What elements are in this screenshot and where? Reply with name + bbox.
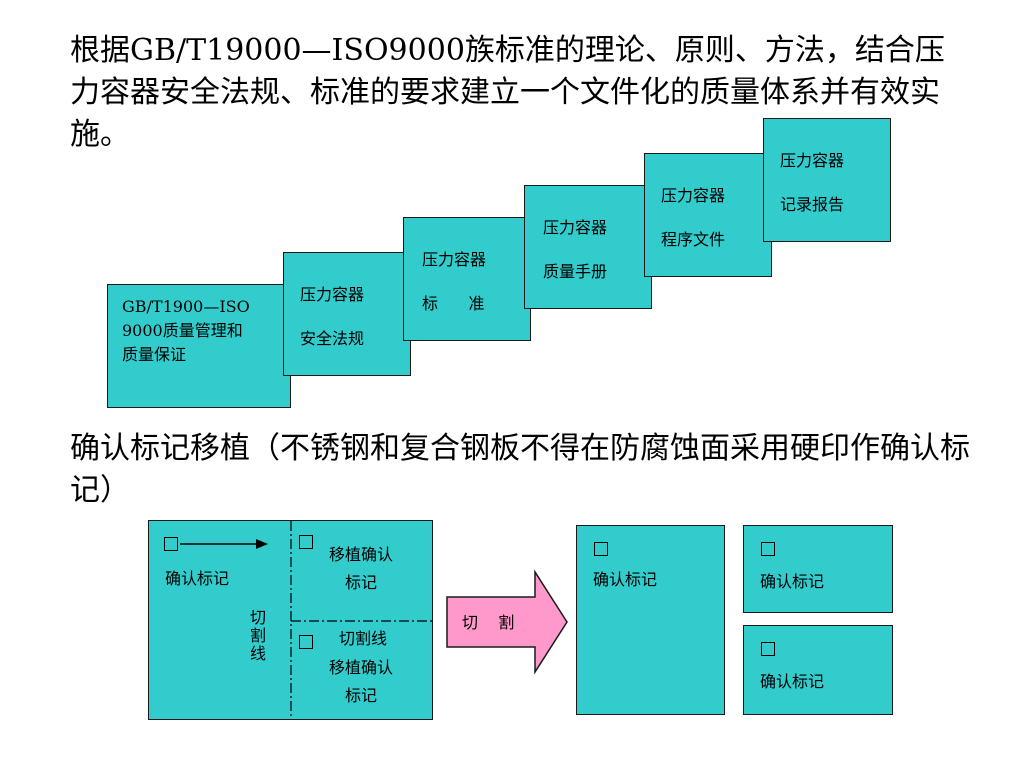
stair-box-standards: 压力容器 标 准 [403, 217, 531, 341]
stair-safety-line2: 安全法规 [300, 329, 365, 348]
stair-records-line2: 记录报告 [780, 195, 845, 214]
result-left-label: 确认标记 [593, 570, 658, 589]
plate-bottom-right-label-1: 移植确认 [329, 658, 394, 677]
stair-procedure-line1: 压力容器 [661, 186, 726, 205]
mark-square-icon [761, 542, 775, 556]
mark-square-icon [299, 635, 313, 649]
result-piece-top-right: 确认标记 [743, 525, 893, 613]
mark-square-icon [594, 542, 608, 556]
stair-safety-line1: 压力容器 [300, 285, 365, 304]
stair-gb-line2: 9000质量管理和 [122, 321, 243, 340]
cut-arrow [446, 569, 568, 675]
stair-records-line1: 压力容器 [780, 151, 845, 170]
stair-box-procedure-docs: 压力容器 程序文件 [644, 153, 772, 277]
result-piece-left: 确认标记 [576, 525, 725, 715]
stair-standards-line2: 标 准 [422, 294, 485, 313]
mark-square-icon [299, 535, 313, 549]
result-piece-bottom-right: 确认标记 [743, 625, 893, 715]
arrow-head-icon [256, 539, 268, 549]
mark-square-icon [761, 642, 775, 656]
stair-gb-line3: 质量保证 [122, 345, 187, 364]
plate-top-right-label-2: 标记 [345, 573, 378, 592]
stair-box-record-reports: 压力容器 记录报告 [763, 118, 891, 242]
plate-bottom-right-label-2: 标记 [345, 686, 378, 705]
marking-heading: 确认标记移植（不锈钢和复合钢板不得在防腐蚀面采用硬印作确认标记） [70, 431, 970, 508]
stair-gb-line1: GB/T1900—ISO [122, 297, 250, 316]
intro-paragraph: 根据GB/T19000—ISO9000族标准的理论、原则、方法，结合压力容器安全… [70, 33, 945, 152]
result-bottom-right-label: 确认标记 [760, 672, 825, 691]
cut-arrow-label: 切 割 [462, 613, 515, 632]
result-top-right-label: 确认标记 [760, 572, 825, 591]
stair-manual-line2: 质量手册 [543, 262, 608, 281]
plate-cut-line-vertical-label: 切割线 [249, 608, 266, 663]
stair-manual-line1: 压力容器 [543, 218, 608, 237]
stair-procedure-line2: 程序文件 [661, 230, 726, 249]
stair-standards-line1: 压力容器 [422, 250, 487, 269]
plate-cut-line-label: 切割线 [339, 629, 388, 648]
plate-top-right-label-1: 移植确认 [329, 545, 394, 564]
mark-square-icon [164, 537, 178, 551]
plate-left-label: 确认标记 [165, 569, 230, 588]
